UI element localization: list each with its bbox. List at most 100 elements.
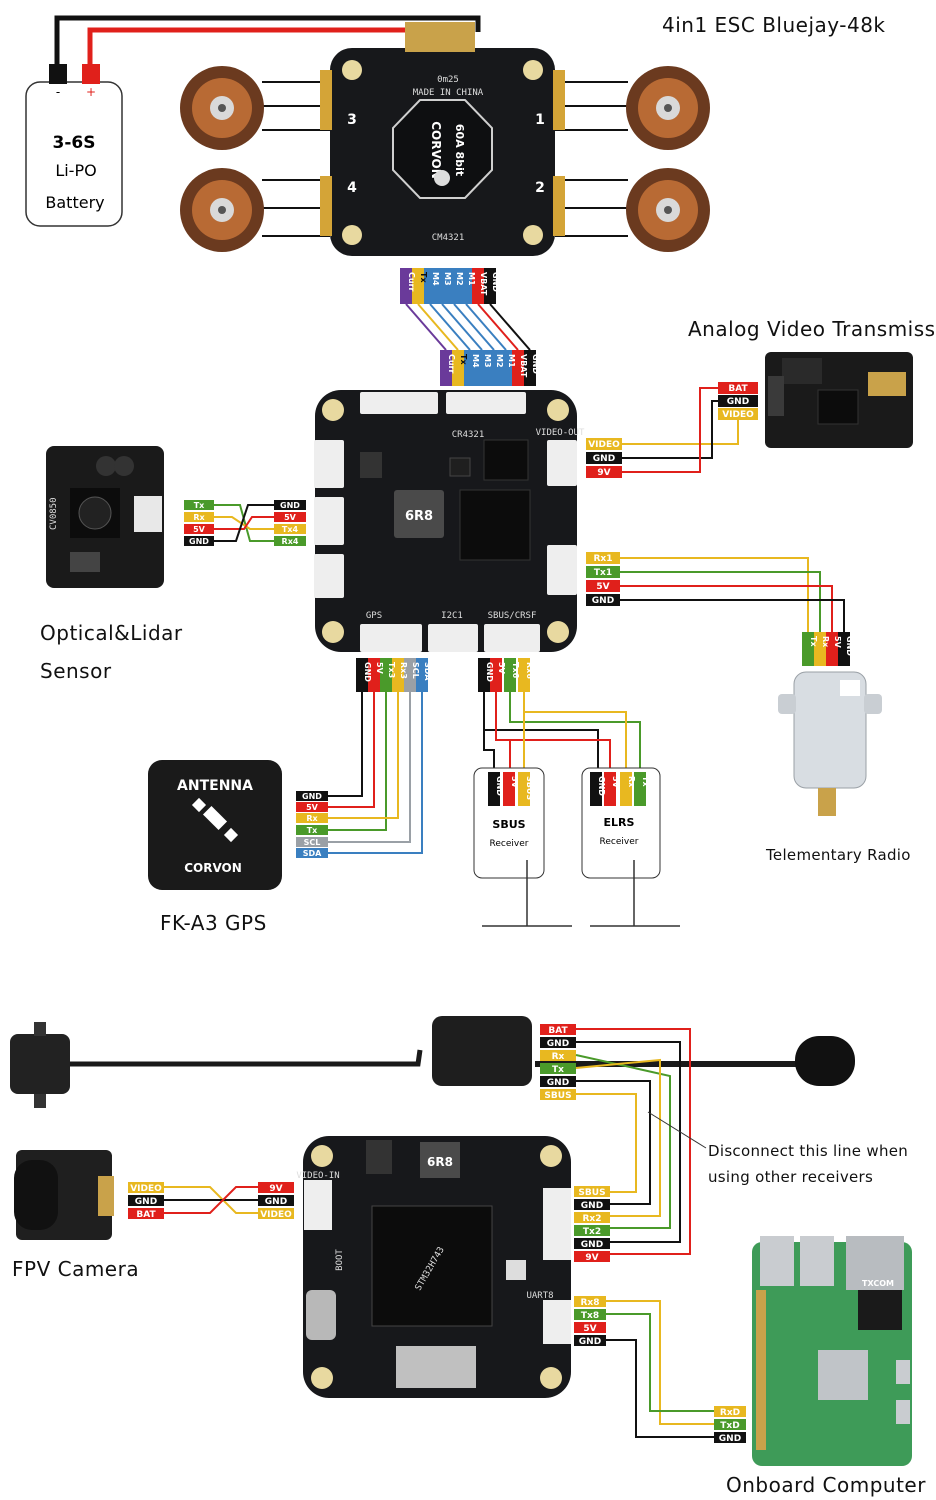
telemetry-radio <box>778 671 882 816</box>
fc2-left-pin-label: 9V <box>269 1184 282 1194</box>
battery-chem: Li-PO <box>55 161 96 180</box>
optical-pin-label: GND <box>189 537 209 546</box>
vtx-bottom-pin-label: Rx <box>552 1052 565 1062</box>
fc-optical-pins: GND 5V Tx4 Rx4 <box>274 500 306 546</box>
esc-model: 60A 8bit <box>453 124 466 176</box>
computer-title: Onboard Computer <box>726 1473 926 1497</box>
computer-pin-label: GND <box>719 1434 741 1444</box>
fc-rx-pin-label: Tx6 <box>511 662 520 679</box>
optical-wires <box>214 504 274 542</box>
fc-optical-pin-label: Tx4 <box>282 525 299 534</box>
vtx-bottom-pins: BAT GND Rx Tx GND SBUS <box>540 1024 576 1101</box>
optical-title-2: Sensor <box>40 659 112 683</box>
fc-vtx-wires <box>622 387 739 473</box>
esc-harness: Curr Tx M4 M3 M2 M1 VBAT GND <box>400 268 500 304</box>
fc-gps-pin-label: Tx3 <box>387 662 396 678</box>
gps-pin-label: SCL <box>304 838 321 847</box>
camera-pin-label: BAT <box>136 1210 156 1220</box>
esc-pin-label: Curr <box>407 272 416 292</box>
vtx-fc-bottom-wires <box>575 1028 707 1255</box>
esc-pin-label: M1 <box>467 272 476 286</box>
elrs-pin-label: GND <box>597 776 606 796</box>
esc-pin-label: M4 <box>431 272 440 286</box>
sbus-pin-label: GND <box>495 776 504 796</box>
note-line-1: Disconnect this line when <box>708 1142 908 1160</box>
esc-title: 4in1 ESC Bluejay-48k <box>662 13 886 37</box>
esc-pin-label: Tx <box>419 272 428 283</box>
telemetry-pin-label: GND <box>845 636 854 656</box>
fc-rx-pins: GND 5V Tx6 Rx6 <box>478 658 534 692</box>
fc2-left-pins: 9V GND VIDEO <box>258 1182 294 1220</box>
vtx-bottom-pin-label: BAT <box>548 1026 568 1036</box>
fc2-uart-pin-label: Rx8 <box>581 1298 600 1308</box>
vtx-title: Analog Video Transmission <box>688 317 936 341</box>
fc2-inductor-mark: 6R8 <box>427 1155 453 1169</box>
fc2-right-pins: SBUS GND Rx2 Tx2 GND 9V <box>574 1186 610 1263</box>
camera-pin-label: GND <box>135 1197 157 1207</box>
telemetry-pin-label: 5V <box>833 636 842 649</box>
note-line-2: using other receivers <box>708 1168 873 1186</box>
esc-motor-num: 2 <box>535 180 545 196</box>
fc-optical-pin-label: GND <box>280 501 300 510</box>
gps-pins: GND 5V Rx Tx SCL SDA <box>296 791 328 858</box>
gps-pin-label: Rx <box>306 814 318 823</box>
fc-gps-pin-label: 5V <box>375 662 384 675</box>
elrs-sub: Receiver <box>600 837 639 847</box>
fc2-uart-pins: Rx8 Tx8 5V GND <box>574 1296 606 1347</box>
fc-optical-pin-label: 5V <box>284 513 297 522</box>
fc-optical-pin-label: Rx4 <box>282 537 299 546</box>
camera-wires <box>164 1186 258 1214</box>
fc-silk-gps: GPS <box>366 611 382 621</box>
fc-pin-label: Tx <box>459 354 468 365</box>
optical-sensor-board: CV0850 <box>46 446 164 588</box>
receiver-wires <box>483 692 641 770</box>
fc2-silk-boot: BOOT <box>335 1249 345 1271</box>
motor-icon <box>626 66 710 150</box>
fc-telemetry-pin-label: Tx1 <box>594 568 612 578</box>
vtx-pin-label: BAT <box>728 384 748 394</box>
optical-title-1: Optical&Lidar <box>40 621 183 645</box>
fc-vtx-pin-label: 9V <box>597 468 610 478</box>
satellite-icon <box>191 797 239 843</box>
gps-pin-label: 5V <box>306 803 319 812</box>
fc-vtx-pin-label: VIDEO <box>588 440 620 450</box>
camera-title: FPV Camera <box>12 1257 139 1281</box>
fc2-right-pin-label: GND <box>581 1240 603 1250</box>
vtx-pin-label: GND <box>727 397 749 407</box>
computer-pins: RxD TxD GND <box>714 1406 746 1444</box>
fc-rx-pin-label: Rx6 <box>525 662 534 679</box>
fc-pin-label: M1 <box>507 354 516 368</box>
esc-brand: CORVON <box>429 121 443 179</box>
fc-pin-label: GND <box>531 354 540 374</box>
fc-pin-label: M2 <box>495 354 504 368</box>
motor-leads <box>262 81 628 237</box>
vtx-bottom-pin-label: GND <box>547 1078 569 1088</box>
gps-pin-label: Tx <box>307 826 318 835</box>
fc-gps-pin-label: GND <box>363 662 372 682</box>
esc-motor-num: 1 <box>535 112 545 128</box>
fc-silk-i2c: I2C1 <box>441 611 463 621</box>
fc-gps-pins: GND 5V Tx3 Rx3 SCL SDA <box>356 658 432 692</box>
sbus-sub: Receiver <box>490 839 529 849</box>
esc-pin-label: VBAT <box>479 272 488 296</box>
fc-silk-name: CR4321 <box>452 430 485 440</box>
fc2-left-pin-label: GND <box>265 1197 287 1207</box>
gps-wires <box>328 692 423 854</box>
fc2-right-pin-label: Rx2 <box>583 1214 602 1224</box>
sbus-receiver: GND 5V SBUS SBUS Receiver <box>473 767 572 927</box>
optical-pins: Tx Rx 5V GND <box>184 500 214 546</box>
esc-silk-bottom: CM4321 <box>432 233 465 243</box>
fc-telemetry-pin-label: GND <box>592 596 614 606</box>
onboard-computer-board: TXCOM <box>752 1236 912 1466</box>
fc2-right-pin-label: 9V <box>585 1253 598 1263</box>
fc2-uart-pin-label: GND <box>579 1337 601 1347</box>
fc2-silk-uart8: UART8 <box>526 1291 553 1301</box>
telemetry-pin-label: Tx <box>809 636 818 647</box>
fc-telemetry-pin-label: Rx1 <box>594 554 613 564</box>
flight-controller-bottom-board: 6R8 STM32H743 VIDEO-IN UART8 BOOT <box>296 1136 571 1398</box>
fc-rx-pin-label: 5V <box>497 662 506 675</box>
computer-pin-label: RxD <box>720 1408 740 1418</box>
fc-gps-pin-label: Rx3 <box>399 662 408 679</box>
computer-wires <box>606 1300 714 1438</box>
